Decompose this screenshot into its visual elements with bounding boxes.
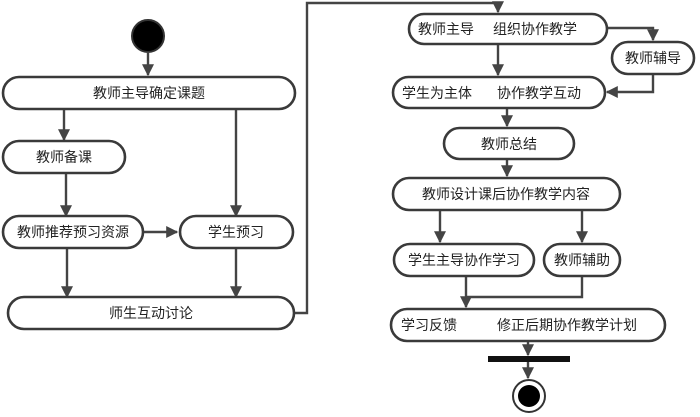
svg-text:学生主导协作学习: 学生主导协作学习	[408, 253, 520, 269]
node-student-preview: 学生预习	[178, 214, 295, 250]
svg-text:教师备课: 教师备课	[36, 149, 92, 166]
svg-text:教师总结: 教师总结	[481, 137, 537, 153]
svg-text:教师辅助: 教师辅助	[554, 253, 610, 269]
edge-n5-n6	[294, 1, 504, 315]
svg-text:教师主导确定课题: 教师主导确定课题	[93, 86, 205, 102]
svg-text:教师推荐预习资源: 教师推荐预习资源	[17, 225, 129, 241]
svg-text:组织协作教学: 组织协作教学	[493, 22, 577, 38]
node-recommend-resources: 教师推荐预习资源	[1, 214, 145, 250]
edge-n11-n13	[466, 276, 584, 307]
edges	[58, 1, 659, 380]
node-teacher-led-topic: 教师主导确定课题	[1, 75, 297, 111]
node-teacher-prepare: 教师备课	[1, 139, 127, 175]
end-node	[512, 379, 546, 413]
svg-text:学生预习: 学生预习	[208, 225, 264, 241]
node-teacher-summary: 教师总结	[442, 126, 576, 161]
node-student-centered: 学生为主体 协作教学互动	[391, 75, 607, 110]
start-node	[131, 19, 165, 53]
svg-text:学习反馈: 学习反馈	[401, 318, 457, 334]
svg-text:师生互动讨论: 师生互动讨论	[109, 306, 193, 322]
edge-n6-n7	[607, 26, 659, 42]
node-organize-collab: 教师主导 组织协作教学	[407, 12, 609, 46]
node-teacher-assist: 教师辅助	[542, 242, 622, 278]
node-interactive-discussion: 师生互动讨论	[6, 295, 296, 331]
node-feedback-revise: 学习反馈 修正后期协作教学计划	[389, 307, 667, 343]
join-bar	[488, 356, 570, 362]
node-design-after-class: 教师设计课后协作教学内容	[391, 176, 622, 212]
node-teacher-tutor: 教师辅导	[610, 40, 696, 76]
svg-text:教师设计课后协作教学内容: 教师设计课后协作教学内容	[422, 186, 590, 203]
svg-text:教师辅导: 教师辅导	[625, 51, 681, 67]
svg-text:教师主导: 教师主导	[418, 22, 474, 38]
svg-text:学生为主体: 学生为主体	[402, 86, 472, 102]
node-student-collab-learning: 学生主导协作学习	[392, 242, 536, 278]
svg-text:修正后期协作教学计划: 修正后期协作教学计划	[497, 318, 637, 334]
edge-n7-n8	[605, 75, 655, 98]
svg-text:协作教学互动: 协作教学互动	[497, 86, 581, 102]
